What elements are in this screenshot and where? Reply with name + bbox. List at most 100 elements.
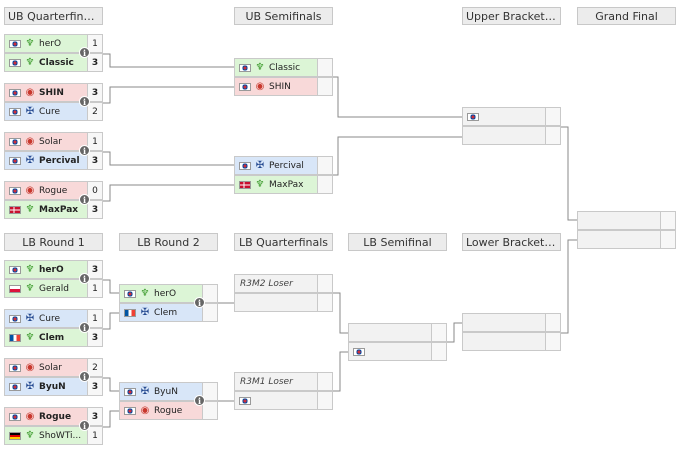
player-score xyxy=(202,304,217,321)
header-lb-round-2: LB Round 2 xyxy=(119,233,218,251)
zerg-race-icon: ♆ xyxy=(25,331,35,343)
match-slot[interactable]: ✠ Percival xyxy=(234,156,333,175)
match-slot[interactable] xyxy=(577,211,676,230)
match-slot[interactable] xyxy=(462,107,561,126)
match-slot[interactable]: ♆ Clem 3 xyxy=(4,328,103,347)
match-info-icon[interactable]: i xyxy=(79,322,90,333)
match-slot[interactable]: ✠ Percival 3 xyxy=(4,151,103,170)
germany-flag-icon xyxy=(9,431,21,440)
south-korea-flag-icon xyxy=(9,58,21,67)
terran-race-icon: ✠ xyxy=(25,154,35,166)
match-slot[interactable]: ♆ Classic 3 xyxy=(4,53,103,72)
denmark-flag-icon xyxy=(239,180,251,189)
player-score xyxy=(317,78,332,95)
header-label: LB Round 1 xyxy=(22,235,85,249)
south-korea-flag-icon xyxy=(9,363,21,372)
match-info-icon[interactable]: i xyxy=(79,371,90,382)
match-info-icon[interactable]: i xyxy=(79,420,90,431)
player-score: 3 xyxy=(87,261,102,278)
header-ub-semifinals: UB Semifinals xyxy=(234,7,333,25)
match-slot[interactable] xyxy=(234,293,333,312)
protoss-race-icon: ◉ xyxy=(25,135,35,147)
match-info-icon[interactable]: i xyxy=(79,194,90,205)
match-slot[interactable]: ◉ Solar 2 xyxy=(4,358,103,377)
player-score xyxy=(202,383,217,400)
player-score xyxy=(545,127,560,144)
player-score: 0 xyxy=(87,182,102,199)
match-info-icon[interactable]: i xyxy=(79,145,90,156)
match-info-icon[interactable]: i xyxy=(79,47,90,58)
match-slot[interactable]: R3M1 Loser xyxy=(234,372,333,391)
zerg-race-icon: ♆ xyxy=(25,56,35,68)
terran-race-icon: ✠ xyxy=(255,159,265,171)
terran-race-icon: ✠ xyxy=(140,385,150,397)
match-slot[interactable]: ♆ MaxPax xyxy=(234,175,333,194)
match-slot[interactable]: ◉ SHIN xyxy=(234,77,333,96)
terran-race-icon: ✠ xyxy=(25,380,35,392)
match-info-icon[interactable]: i xyxy=(194,395,205,406)
player-score: 3 xyxy=(87,378,102,395)
match-info-icon[interactable]: i xyxy=(194,297,205,308)
match-slot[interactable]: ♆ herO 1 xyxy=(4,34,103,53)
connector-line xyxy=(333,292,348,334)
match-info-icon[interactable]: i xyxy=(79,96,90,107)
south-korea-flag-icon xyxy=(9,107,21,116)
player-score: 3 xyxy=(87,408,102,425)
header-label: UB Semifinals xyxy=(245,9,322,23)
player-score xyxy=(545,108,560,125)
header-ub-quarterfinals: UB Quarterfinals xyxy=(4,7,103,25)
player-score xyxy=(431,324,446,341)
match-slot[interactable]: ◉ SHIN 3 xyxy=(4,83,103,102)
match-slot[interactable]: ◉ Solar 1 xyxy=(4,132,103,151)
player-score xyxy=(317,59,332,76)
match-slot[interactable] xyxy=(462,332,561,351)
match-slot[interactable] xyxy=(348,342,447,361)
match-slot[interactable]: ◉ Rogue 0 xyxy=(4,181,103,200)
match-slot[interactable]: ♆ herO 3 xyxy=(4,260,103,279)
match-slot[interactable]: ✠ ByuN 3 xyxy=(4,377,103,396)
south-korea-flag-icon xyxy=(124,289,136,298)
match-slot[interactable]: ✠ Cure 1 xyxy=(4,309,103,328)
south-korea-flag-icon xyxy=(239,82,251,91)
south-korea-flag-icon xyxy=(9,186,21,195)
player-score xyxy=(431,343,446,360)
france-flag-icon xyxy=(9,333,21,342)
connector-line xyxy=(103,151,234,166)
player-score: 3 xyxy=(87,152,102,169)
match-slot[interactable]: ✠ Cure 2 xyxy=(4,102,103,121)
player-score xyxy=(317,294,332,311)
player-score: 3 xyxy=(87,54,102,71)
header-lower-bracket-final: Lower Bracket F... xyxy=(462,233,561,251)
player-score xyxy=(202,285,217,302)
placeholder-label: R3M2 Loser xyxy=(240,278,293,289)
match-slot[interactable] xyxy=(462,313,561,332)
match-slot[interactable]: ◉ Rogue 3 xyxy=(4,407,103,426)
header-label: Upper Bracket F... xyxy=(466,9,560,23)
match-slot[interactable]: ♆ herO xyxy=(119,284,218,303)
zerg-race-icon: ♆ xyxy=(255,61,265,73)
zerg-race-icon: ♆ xyxy=(25,203,35,215)
header-label: LB Quarterfinals xyxy=(238,235,329,249)
match-slot[interactable]: R3M2 Loser xyxy=(234,274,333,293)
match-slot[interactable]: ♆ MaxPax 3 xyxy=(4,200,103,219)
match-slot[interactable] xyxy=(348,323,447,342)
player-score xyxy=(317,176,332,193)
player-score: 1 xyxy=(87,427,102,444)
match-slot[interactable] xyxy=(234,391,333,410)
match-slot[interactable]: ◉ Rogue xyxy=(119,401,218,420)
match-slot[interactable]: ✠ ByuN xyxy=(119,382,218,401)
player-score xyxy=(545,333,560,350)
match-slot[interactable]: ♆ Gerald 1 xyxy=(4,279,103,298)
match-info-icon[interactable]: i xyxy=(79,273,90,284)
match-slot[interactable]: ♆ Classic xyxy=(234,58,333,77)
south-korea-flag-icon xyxy=(124,406,136,415)
player-score: 1 xyxy=(87,310,102,327)
player-score xyxy=(317,275,332,292)
south-korea-flag-icon xyxy=(9,314,21,323)
match-slot[interactable] xyxy=(577,230,676,249)
match-slot[interactable] xyxy=(462,126,561,145)
match-slot[interactable]: ✠ Clem xyxy=(119,303,218,322)
match-slot[interactable]: ♆ ShoWTi... 1 xyxy=(4,426,103,445)
header-grand-final: Grand Final xyxy=(577,7,676,25)
